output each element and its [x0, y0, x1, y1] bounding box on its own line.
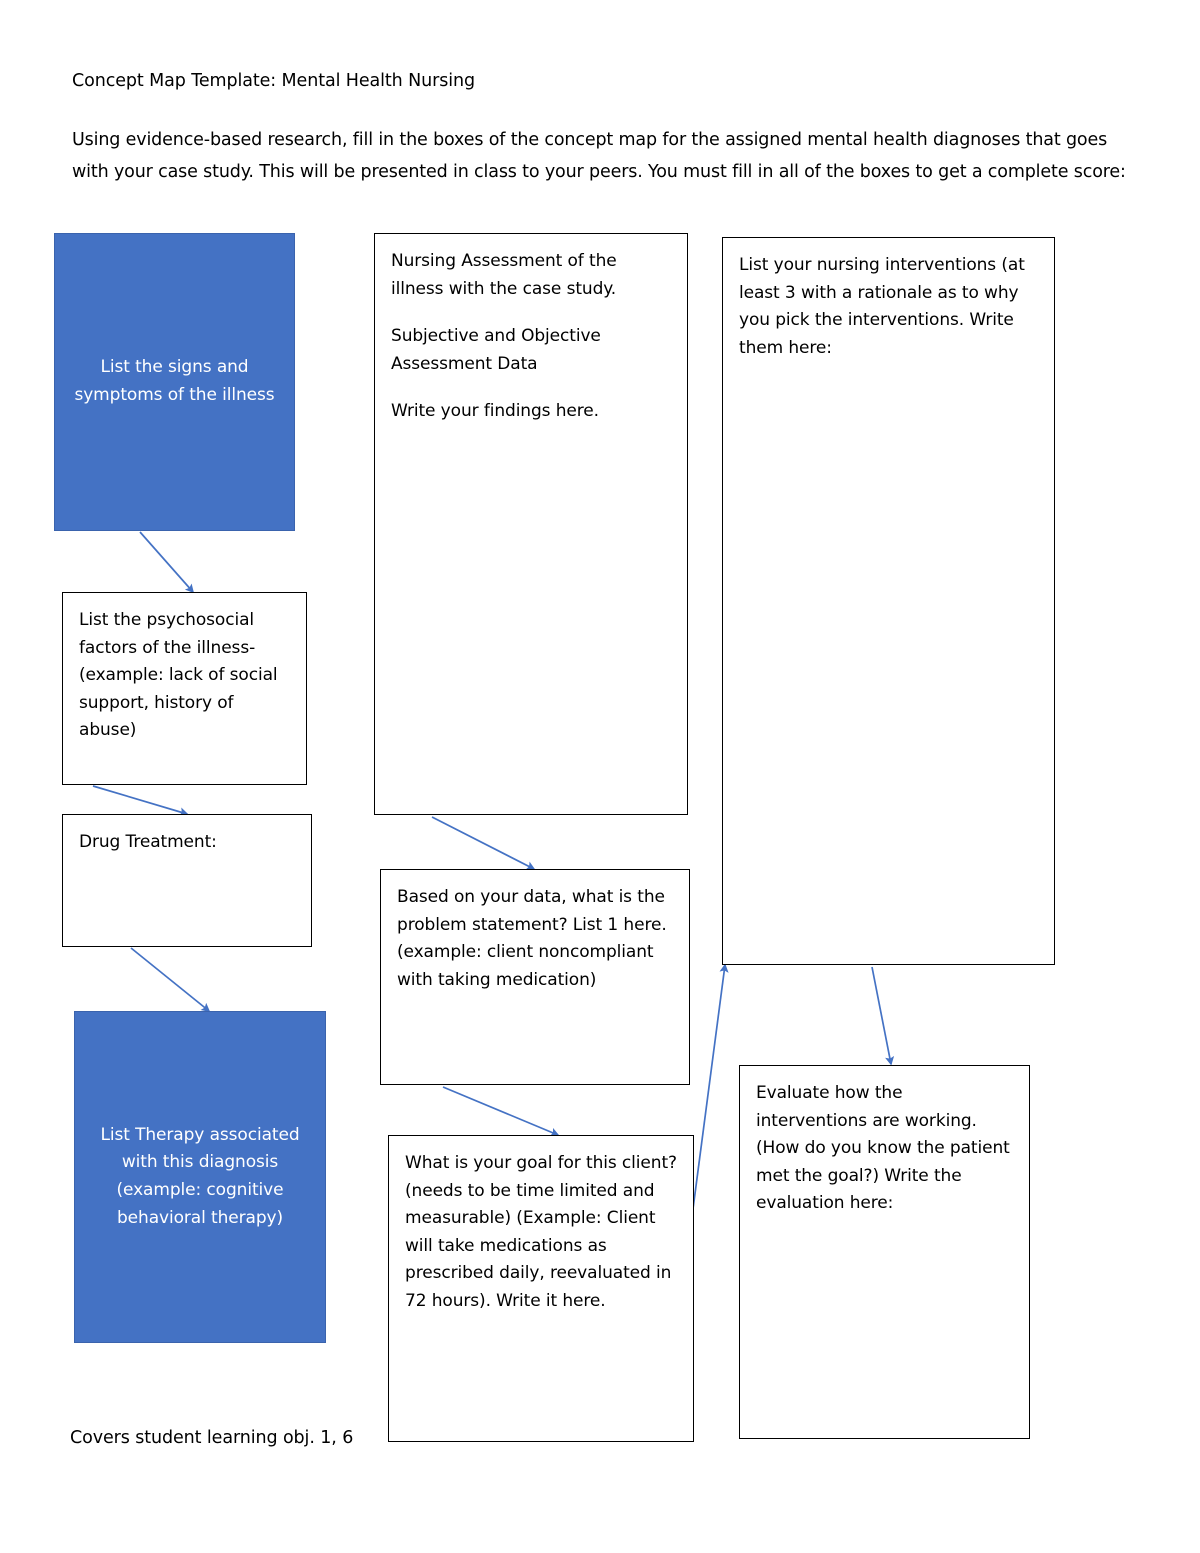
node-psychosocial-factors-label: List the psychosocial factors of the ill…: [79, 610, 278, 741]
node-goal-label: What is your goal for this client? (need…: [405, 1153, 677, 1311]
connector-assessment-to-problem: [431, 816, 536, 870]
node-evaluation[interactable]: Evaluate how the interventions are worki…: [739, 1065, 1030, 1439]
node-drug-treatment[interactable]: Drug Treatment:: [62, 814, 312, 947]
node-nursing-assessment-line-3: Write your findings here.: [391, 401, 599, 422]
connector-drug-to-therapy: [130, 947, 211, 1012]
node-signs-and-symptoms-label: List the signs and symptoms of the illne…: [74, 357, 275, 405]
node-problem-statement-label: Based on your data, what is the problem …: [397, 887, 667, 990]
node-nursing-assessment-line-2: Subjective and Objective Assessment Data: [391, 326, 601, 374]
node-nursing-assessment-line-1: Nursing Assessment of the illness with t…: [391, 251, 617, 299]
node-therapy[interactable]: List Therapy associated with this diagno…: [74, 1011, 326, 1343]
node-nursing-interventions-label: List your nursing interventions (at leas…: [739, 255, 1025, 358]
connector-psychosocial-to-drug: [92, 785, 189, 817]
node-signs-and-symptoms[interactable]: List the signs and symptoms of the illne…: [54, 233, 295, 531]
node-evaluation-label: Evaluate how the interventions are worki…: [756, 1083, 1010, 1214]
connector-interventions-to-evaluation: [871, 966, 895, 1066]
connector-signs-to-psychosocial: [139, 531, 195, 594]
node-nursing-interventions[interactable]: List your nursing interventions (at leas…: [722, 237, 1055, 965]
node-goal[interactable]: What is your goal for this client? (need…: [388, 1135, 694, 1442]
node-problem-statement[interactable]: Based on your data, what is the problem …: [380, 869, 690, 1085]
node-drug-treatment-label: Drug Treatment:: [79, 832, 217, 852]
node-therapy-label: List Therapy associated with this diagno…: [100, 1124, 300, 1228]
connector-problem-to-goal: [442, 1086, 560, 1137]
node-nursing-assessment[interactable]: Nursing Assessment of the illness with t…: [374, 233, 688, 815]
page-title: Concept Map Template: Mental Health Nurs…: [72, 71, 475, 91]
node-psychosocial-factors[interactable]: List the psychosocial factors of the ill…: [62, 592, 307, 785]
footer-note: Covers student learning obj. 1, 6: [70, 1428, 354, 1448]
instructions-paragraph: Using evidence-based research, fill in t…: [72, 130, 1126, 183]
